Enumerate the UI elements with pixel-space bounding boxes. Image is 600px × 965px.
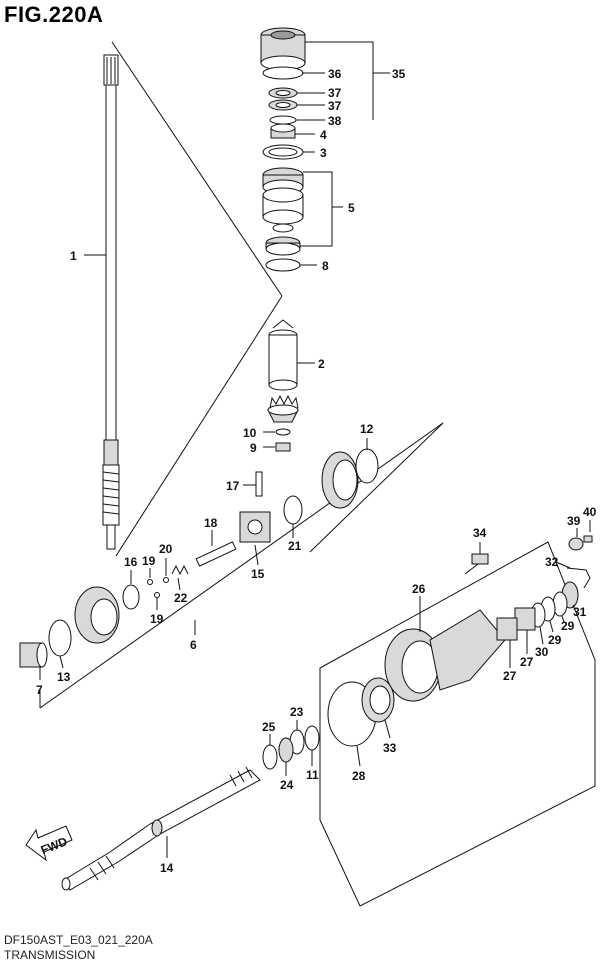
label-11: 11 — [306, 768, 319, 782]
bearing-part-27a — [514, 607, 536, 631]
ball-part-19a — [147, 579, 153, 585]
sleeve-part-2 — [268, 319, 298, 391]
label-20: 20 — [159, 542, 173, 556]
pin-part-17 — [255, 471, 263, 497]
label-10: 10 — [243, 426, 257, 440]
pinion-gear-part — [267, 394, 299, 423]
label-35: 35 — [392, 67, 406, 81]
leader-lines — [39, 41, 591, 858]
bolt-part-34 — [464, 553, 489, 575]
washer-part-16 — [122, 584, 140, 610]
label-38: 38 — [328, 114, 342, 128]
label-6: 6 — [190, 638, 197, 652]
label-7: 7 — [36, 683, 43, 697]
label-24: 24 — [280, 778, 294, 792]
label-5: 5 — [348, 201, 355, 215]
label-23: 23 — [290, 705, 304, 719]
forward-gear-part — [74, 586, 120, 644]
drawing-code: DF150AST_E03_021_220A — [4, 933, 153, 947]
circlip-part-8 — [265, 258, 301, 272]
label-28: 28 — [352, 769, 366, 783]
forward-gear-group-outline — [39, 422, 444, 709]
label-16: 16 — [124, 555, 138, 569]
label-29b: 29 — [548, 633, 562, 647]
label-3: 3 — [320, 146, 327, 160]
label-40: 40 — [583, 505, 597, 519]
label-15: 15 — [251, 567, 265, 581]
figure-caption: TRANSMISSION — [4, 948, 96, 962]
bevel-gear-part — [321, 451, 359, 509]
drive-shaft-group-outline — [111, 41, 283, 557]
shim-part-12 — [355, 448, 379, 484]
propeller-shaft-housing-part-26 — [384, 609, 506, 702]
o-ring-part-38 — [269, 115, 297, 125]
propeller-shaft-part-14 — [61, 766, 261, 891]
gear-case-group-outline — [319, 541, 596, 907]
label-39: 39 — [567, 514, 581, 528]
label-22: 22 — [174, 591, 188, 605]
label-4: 4 — [320, 128, 327, 142]
label-33: 33 — [383, 741, 397, 755]
label-13: 13 — [57, 670, 71, 684]
label-26: 26 — [412, 582, 426, 596]
nut-part-9 — [275, 442, 291, 452]
label-31: 31 — [573, 605, 587, 619]
label-1: 1 — [70, 249, 77, 263]
bushing-part-4 — [270, 123, 296, 139]
label-8: 8 — [322, 259, 329, 273]
o-ring-part-36 — [262, 66, 304, 80]
needle-bearing-part-7 — [19, 642, 48, 668]
shim-part-3 — [262, 144, 304, 160]
ball-part-19b — [154, 592, 160, 598]
label-18: 18 — [204, 516, 218, 530]
label-2: 2 — [318, 357, 325, 371]
label-9: 9 — [250, 441, 257, 455]
retainer-part-32 — [566, 567, 591, 589]
clutch-dog-part-15 — [239, 511, 271, 543]
label-30: 30 — [535, 645, 549, 659]
fwd-arrow-icon: FWD — [25, 825, 73, 862]
bearing-housing-part-36 — [260, 27, 306, 71]
shift-plunger-part-18 — [195, 541, 237, 567]
ball-part-20 — [163, 577, 169, 583]
part-labels: 1 2 3 4 5 6 7 8 9 10 11 12 13 14 15 16 1… — [36, 67, 597, 875]
spring-part-22 — [171, 564, 189, 576]
washer-part-10 — [275, 428, 291, 436]
washer-part-39 — [568, 537, 584, 551]
seal-part-37a — [268, 87, 298, 99]
shim-part-13 — [48, 619, 72, 657]
label-14: 14 — [160, 861, 174, 875]
bearing-part-33 — [361, 677, 395, 723]
drive-shaft-part — [102, 54, 120, 550]
label-36: 36 — [328, 67, 342, 81]
label-29a: 29 — [561, 619, 575, 633]
label-21: 21 — [288, 539, 302, 553]
seal-part-37b — [268, 99, 298, 111]
bearing-part-27b — [496, 617, 518, 641]
ring-part-21 — [283, 495, 303, 525]
label-19b: 19 — [150, 612, 164, 626]
washer-part-24 — [278, 737, 294, 763]
label-19a: 19 — [142, 554, 156, 568]
screw-part-40 — [583, 535, 593, 543]
taper-bearing-part-5 — [262, 167, 304, 256]
label-25: 25 — [262, 720, 276, 734]
label-37a: 37 — [328, 86, 342, 100]
label-37b: 37 — [328, 99, 342, 113]
label-17: 17 — [226, 479, 240, 493]
label-32: 32 — [545, 555, 559, 569]
shim-part-11 — [304, 725, 320, 751]
thrust-washer-part-25 — [262, 744, 278, 770]
label-27a: 27 — [520, 655, 534, 669]
label-12: 12 — [360, 422, 374, 436]
label-34: 34 — [473, 526, 487, 540]
label-27b: 27 — [503, 669, 517, 683]
figure-title: FIG.220A — [4, 2, 104, 27]
